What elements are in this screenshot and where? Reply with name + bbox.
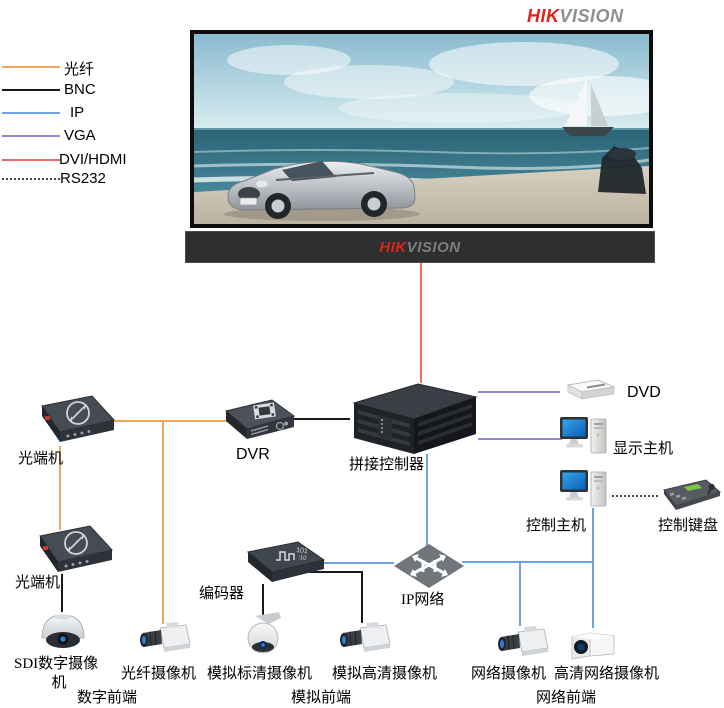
bnc-link-dvr-controller xyxy=(293,418,350,420)
analog-hd-camera-label: 模拟高清摄像机 xyxy=(332,666,438,682)
legend-label: IP xyxy=(70,104,85,121)
svg-text:101: 101 xyxy=(296,547,308,555)
control-keyboard-icon xyxy=(663,479,722,510)
legend-label: RS232 xyxy=(60,170,106,187)
desktop-computer-icon xyxy=(560,417,607,454)
desktop-computer-icon xyxy=(560,470,607,507)
dvd-icon xyxy=(566,379,616,400)
hikvision-logo-top: HIKVISION xyxy=(527,6,624,27)
box-camera-icon xyxy=(340,622,391,652)
ip-link-control-host-hd-camera xyxy=(592,508,594,628)
vga-link-controller-dvd xyxy=(478,391,560,393)
fiber-camera-label: 光纤摄像机 xyxy=(121,666,197,682)
bnc-link-transceiver-sdi-camera xyxy=(61,574,63,612)
control-host-label: 控制主机 xyxy=(526,518,587,534)
wall-controller-icon xyxy=(352,383,478,454)
group-digital-label: 数字前端 xyxy=(77,690,138,706)
ptz-dome-camera-icon xyxy=(247,612,281,654)
optical-transceiver-icon xyxy=(41,395,115,442)
ip-link-network-bus xyxy=(462,561,594,563)
video-wall-screen xyxy=(190,30,679,228)
dvr-icon xyxy=(224,399,296,439)
ip-network-label: IP网络 xyxy=(401,592,445,608)
silver-convertible-car xyxy=(224,160,420,221)
network-camera-label: 网络摄像机 xyxy=(471,666,547,682)
legend-label: DVI/HDMI xyxy=(59,151,127,168)
network-camera-device xyxy=(492,624,550,667)
front-camera-icon xyxy=(571,632,615,660)
control-keyboard-device xyxy=(656,478,722,519)
ip-line-swatch xyxy=(2,112,60,114)
box-camera-icon xyxy=(140,622,191,652)
sdi-camera-device xyxy=(40,610,86,659)
legend-label: BNC xyxy=(64,81,96,98)
dvi-link-wall-controller xyxy=(420,263,422,383)
hd-network-camera-device xyxy=(566,628,618,665)
ip-network-node xyxy=(392,542,466,595)
vga-link-controller-display-host xyxy=(478,438,562,440)
dvd-device xyxy=(558,379,616,408)
dome-camera-icon xyxy=(41,614,85,648)
sdi-camera-label-line2: 机 xyxy=(51,675,67,691)
analog-sd-camera-device xyxy=(243,612,285,663)
analog-hd-camera-device xyxy=(336,620,392,663)
bnc-link-encoder-hd-camera-h xyxy=(309,571,363,573)
network-switch-icon xyxy=(394,544,464,588)
dvr-device xyxy=(214,397,296,454)
fiber-camera-device xyxy=(136,620,192,663)
logo-gray-part: VISION xyxy=(559,6,624,26)
logo-red-part: HIK xyxy=(379,238,407,256)
wall-controller-device xyxy=(348,380,480,463)
dvi-hdmi-line-swatch xyxy=(2,159,60,161)
display-host-label: 显示主机 xyxy=(613,441,674,457)
wall-controller-label: 拼接控制器 xyxy=(349,457,425,473)
beach-car-image xyxy=(193,34,679,224)
dvr-label: DVR xyxy=(236,446,270,463)
encoder-label: 编码器 xyxy=(199,586,245,602)
group-analog-label: 模拟前端 xyxy=(291,690,352,706)
box-camera-icon xyxy=(498,626,549,656)
rock xyxy=(598,146,646,194)
control-keyboard-label: 控制键盘 xyxy=(658,518,719,534)
sailboat-sail xyxy=(565,78,587,126)
legend-label: VGA xyxy=(64,127,96,144)
bnc-link-encoder-hd-camera-v xyxy=(361,571,363,623)
encoder-icon: 101 :10 xyxy=(246,541,326,582)
bnc-link-encoder-sd-camera xyxy=(262,584,264,616)
hd-network-camera-label: 高清网络摄像机 xyxy=(554,666,660,682)
ip-link-controller-network xyxy=(426,454,428,548)
legend-label: 光纤 xyxy=(64,62,95,78)
vga-line-swatch xyxy=(2,135,60,137)
fiber-line-swatch xyxy=(2,66,60,68)
dvd-label: DVD xyxy=(627,384,661,401)
svg-text::10: :10 xyxy=(298,555,308,562)
control-host-device xyxy=(560,464,610,521)
optical-transceiver-1 xyxy=(26,394,116,453)
rs232-link-host-keyboard xyxy=(612,495,658,497)
fiber-link-transceiver-dvr xyxy=(100,420,228,422)
optical-transceiver-icon xyxy=(39,525,113,572)
fiber-link-to-fiber-camera xyxy=(162,421,164,624)
optical-transceiver-1-label: 光端机 xyxy=(18,451,64,467)
encoder-device: 101 :10 xyxy=(234,540,326,593)
logo-red-part: HIK xyxy=(527,6,560,26)
analog-sd-camera-label: 模拟标清摄像机 xyxy=(207,666,313,682)
hikvision-logo-bezel: HIKVISION xyxy=(379,239,460,256)
display-host-device xyxy=(560,411,610,468)
bnc-line-swatch xyxy=(2,89,60,91)
group-network-label: 网络前端 xyxy=(536,690,597,706)
logo-gray-part: VISION xyxy=(406,238,461,256)
optical-transceiver-2 xyxy=(24,524,114,583)
rs232-line-swatch xyxy=(2,178,60,180)
sdi-camera-label-line1: SDI数字摄像 xyxy=(14,656,99,672)
ip-link-network-camera xyxy=(519,561,521,626)
ip-link-encoder-network xyxy=(322,562,394,564)
video-wall-bezel: HIKVISION xyxy=(185,231,655,263)
optical-transceiver-2-label: 光端机 xyxy=(15,575,61,591)
fiber-link-transceivers xyxy=(59,446,61,530)
